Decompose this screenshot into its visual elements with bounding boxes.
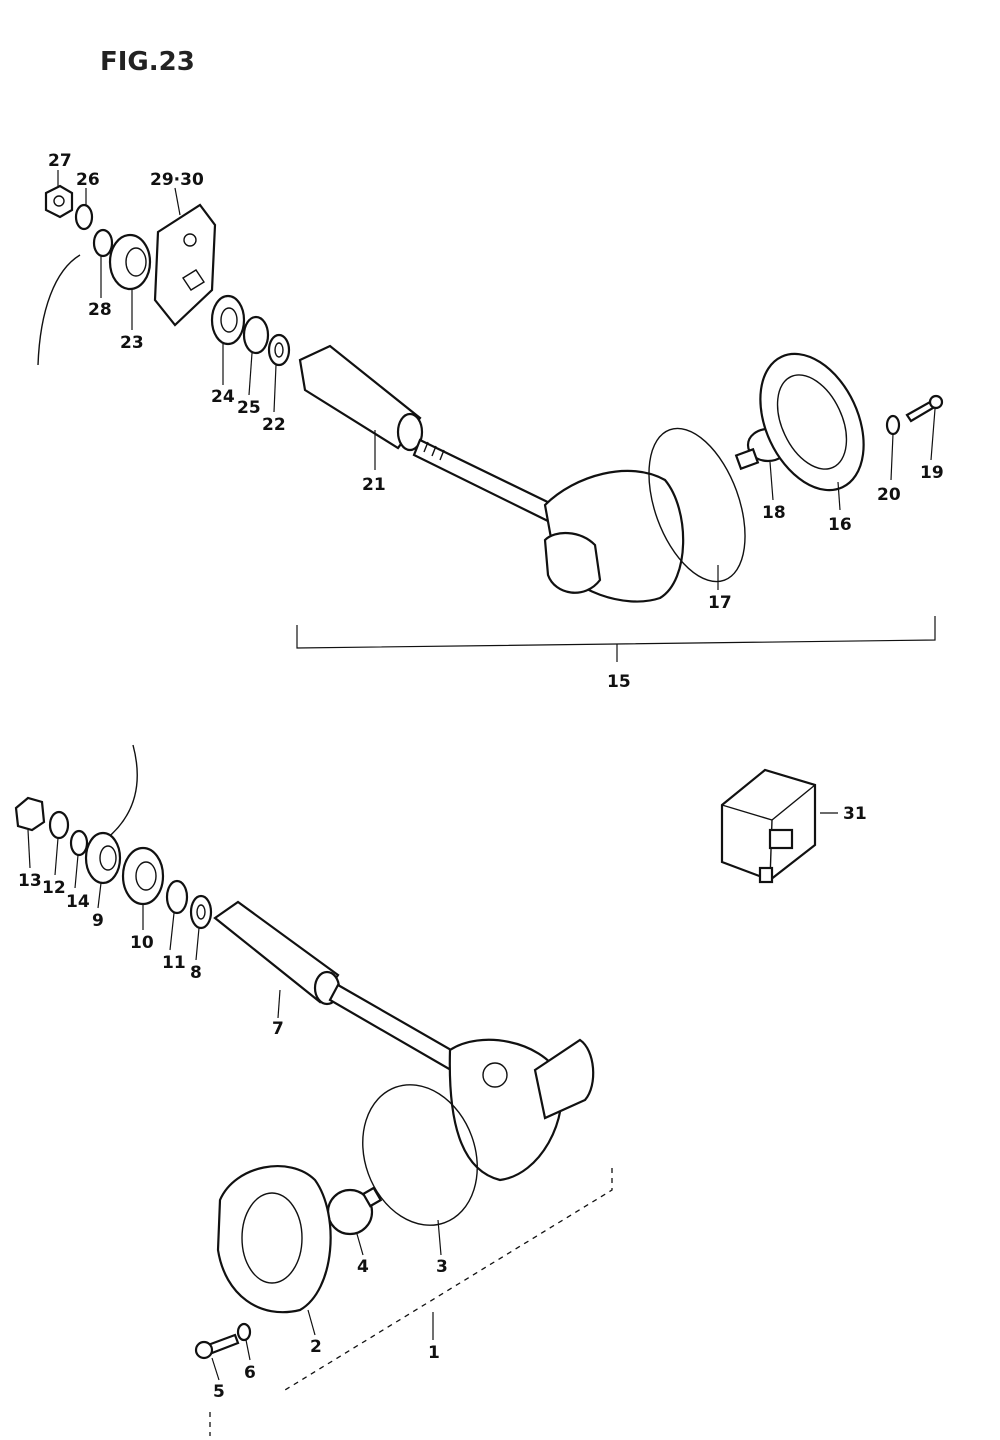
washer-12 [48, 810, 70, 840]
lower-housing [448, 1038, 563, 1182]
nut-27 [44, 184, 74, 219]
bracket-29-30 [153, 203, 217, 327]
label-18: 18 [762, 503, 786, 523]
washer-6 [236, 1322, 252, 1342]
washer-26 [74, 203, 94, 231]
label-2: 2 [310, 1337, 322, 1357]
upper-rod [412, 438, 562, 525]
label-28: 28 [88, 300, 112, 320]
label-17: 17 [708, 593, 732, 613]
washer-8 [189, 894, 213, 930]
label-5: 5 [213, 1382, 225, 1402]
label-24: 24 [211, 387, 235, 407]
label-3: 3 [436, 1257, 448, 1277]
group-bracket-15 [296, 616, 936, 649]
upper-assembly [37, 170, 944, 662]
label-1: 1 [428, 1343, 440, 1363]
label-21: 21 [362, 475, 386, 495]
label-10: 10 [130, 933, 154, 953]
upper-wire [37, 254, 81, 366]
washer-11 [165, 879, 189, 915]
label-8: 8 [190, 963, 202, 983]
label-4: 4 [357, 1257, 369, 1277]
label-16: 16 [828, 515, 852, 535]
label-27: 27 [48, 151, 72, 171]
washer-25 [242, 315, 270, 355]
label-13: 13 [18, 871, 42, 891]
label-23: 23 [120, 333, 144, 353]
label-20: 20 [877, 485, 901, 505]
label-15: 15 [607, 672, 631, 692]
gasket-3 [362, 1084, 478, 1226]
part-10 [121, 846, 165, 906]
flasher-relay-31 [720, 768, 838, 884]
label-12: 12 [42, 878, 66, 898]
nut-13 [14, 796, 46, 832]
washer-22 [267, 333, 291, 367]
gasket-17 [648, 427, 746, 583]
lower-wire [104, 744, 138, 841]
screw-19 [905, 400, 935, 423]
label-29-30: 29·30 [150, 170, 204, 190]
label-14: 14 [66, 892, 90, 912]
cup-23 [108, 233, 152, 291]
figure-title: FIG.23 [100, 47, 195, 77]
label-11: 11 [162, 953, 186, 973]
label-31: 31 [843, 804, 867, 824]
label-26: 26 [76, 170, 100, 190]
label-25: 25 [237, 398, 261, 418]
label-7: 7 [272, 1019, 284, 1039]
label-6: 6 [244, 1363, 256, 1383]
washer-14 [69, 829, 89, 857]
lens-2 [216, 1165, 332, 1314]
lower-assembly [14, 744, 613, 1436]
washer-20 [885, 414, 901, 436]
group-bracket-1 [284, 1168, 613, 1391]
terminal-28 [92, 228, 114, 258]
lens-16 [759, 352, 865, 492]
washer-24 [210, 294, 246, 346]
label-22: 22 [262, 415, 286, 435]
stem-7 [213, 900, 340, 1004]
label-19: 19 [920, 463, 944, 483]
label-9: 9 [92, 911, 104, 931]
cup-9 [84, 831, 122, 885]
